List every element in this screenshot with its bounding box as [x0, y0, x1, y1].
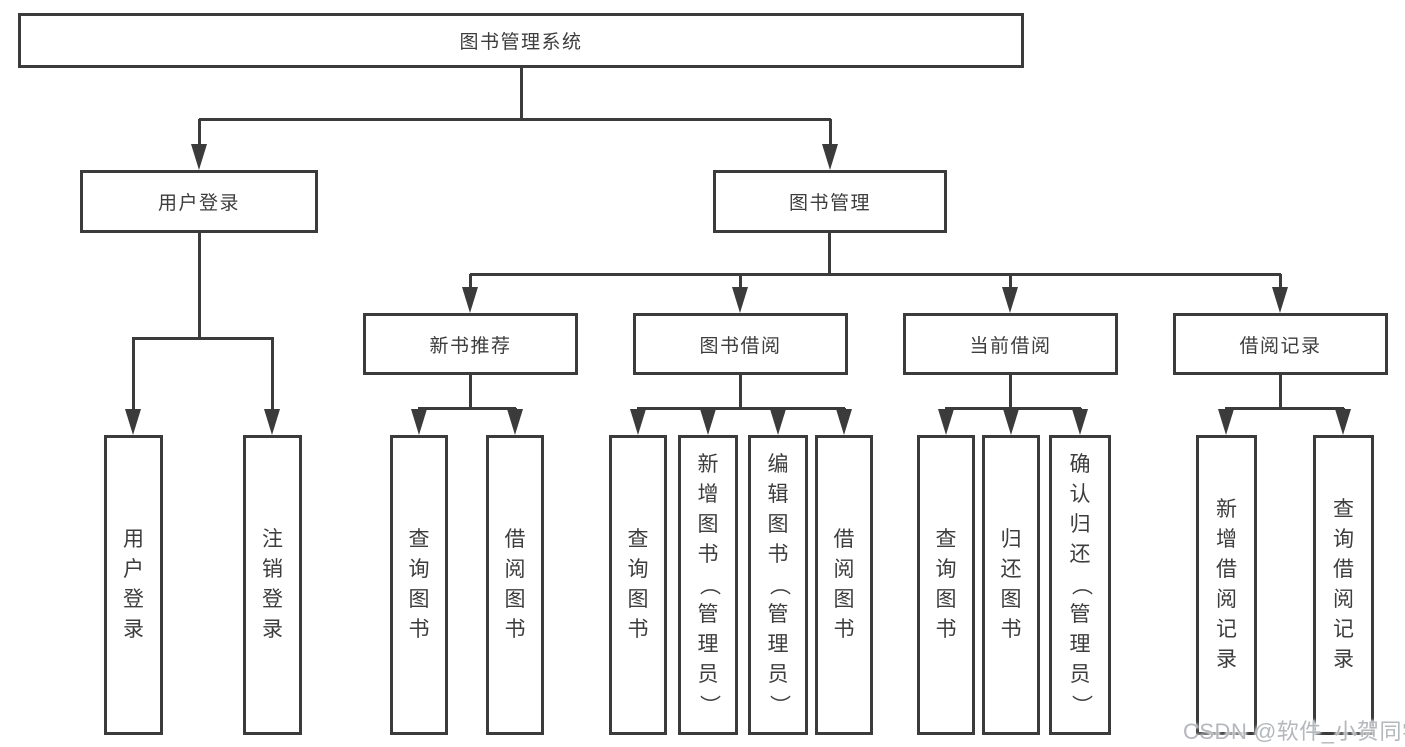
- node-user-login-leaf: 用户登录: [104, 435, 163, 735]
- connector-line: [132, 336, 274, 340]
- connector-line: [131, 338, 135, 412]
- node-current-borrowing-label: 当前借阅: [969, 335, 1052, 357]
- connector-line: [637, 406, 845, 410]
- arrow-down-icon: [125, 409, 141, 435]
- node-return-book: 归还图书: [982, 435, 1040, 735]
- arrow-down-icon: [264, 409, 280, 435]
- node-borrow-books-borrow: 借阅图书: [815, 435, 873, 735]
- arrow-down-icon: [462, 287, 478, 313]
- arrow-down-icon: [732, 287, 748, 313]
- node-book-borrowing-label: 图书借阅: [699, 335, 782, 357]
- node-library-system-label: 图书管理系统: [459, 32, 583, 53]
- connector-line: [418, 406, 516, 410]
- node-query-borrow-record: 查询借阅记录: [1313, 435, 1374, 735]
- node-logout-leaf: 注销登录: [243, 435, 302, 735]
- connector-line: [470, 272, 1281, 276]
- node-borrow-books-recommend: 借阅图书: [486, 435, 544, 735]
- node-add-book-admin-label: 新增图书（管理员）: [697, 453, 720, 716]
- watermark: CSDN @软件_小贺同学: [1183, 719, 1405, 744]
- connector-line: [738, 274, 742, 290]
- node-user-login: 用户登录: [80, 170, 318, 233]
- node-edit-book-admin: 编辑图书（管理员）: [748, 435, 808, 735]
- arrow-down-icon: [1218, 409, 1234, 435]
- connector-line: [738, 375, 742, 409]
- node-new-book-recommendation-label: 新书推荐: [429, 335, 512, 357]
- node-add-borrow-record: 新增借阅记录: [1196, 435, 1257, 735]
- node-add-book-admin: 新增图书（管理员）: [678, 435, 738, 735]
- node-return-book-label: 归还图书: [1000, 528, 1022, 641]
- arrow-down-icon: [770, 409, 786, 435]
- node-library-system: 图书管理系统: [18, 13, 1024, 68]
- node-query-books-current-label: 查询图书: [935, 528, 957, 641]
- node-edit-book-admin-label: 编辑图书（管理员）: [767, 453, 790, 716]
- connector-line: [828, 119, 832, 147]
- node-add-borrow-record-label: 新增借阅记录: [1216, 498, 1237, 671]
- connector-line: [945, 406, 1081, 410]
- node-user-login-leaf-label: 用户登录: [123, 528, 144, 641]
- node-borrowing-records-label: 借阅记录: [1239, 335, 1322, 357]
- arrow-down-icon: [1072, 409, 1088, 435]
- node-current-borrowing: 当前借阅: [903, 313, 1118, 375]
- node-borrow-books-recommend-label: 借阅图书: [504, 528, 526, 641]
- arrow-down-icon: [411, 409, 427, 435]
- node-user-login-label: 用户登录: [157, 193, 240, 214]
- arrow-down-icon: [1272, 287, 1288, 313]
- node-confirm-return-admin: 确认归还（管理员）: [1049, 435, 1111, 735]
- node-book-management-label: 图书管理: [788, 193, 871, 214]
- connector-line: [1008, 274, 1012, 290]
- connector-line: [199, 117, 831, 121]
- node-query-books-borrow: 查询图书: [609, 435, 667, 735]
- node-new-book-recommendation: 新书推荐: [363, 313, 578, 375]
- node-logout-leaf-label: 注销登录: [262, 528, 283, 641]
- connector-line: [519, 68, 523, 121]
- node-query-books-current: 查询图书: [917, 435, 975, 735]
- connector-line: [197, 119, 201, 147]
- arrow-down-icon: [700, 409, 716, 435]
- connector-line: [827, 233, 831, 276]
- connector-line: [197, 233, 201, 339]
- node-borrow-books-borrow-label: 借阅图书: [833, 528, 855, 641]
- connector-line: [1225, 406, 1344, 410]
- connector-line: [270, 338, 274, 412]
- node-confirm-return-admin-label: 确认归还（管理员）: [1069, 453, 1092, 716]
- arrow-down-icon: [507, 409, 523, 435]
- connector-line: [468, 375, 472, 409]
- arrow-down-icon: [938, 409, 954, 435]
- connector-line: [1278, 375, 1282, 409]
- node-query-books-recommend: 查询图书: [390, 435, 448, 735]
- arrow-down-icon: [630, 409, 646, 435]
- arrow-down-icon: [822, 144, 838, 170]
- connector-line: [468, 274, 472, 290]
- arrow-down-icon: [1003, 409, 1019, 435]
- node-book-management: 图书管理: [713, 170, 947, 233]
- arrow-down-icon: [1335, 409, 1351, 435]
- connector-line: [1008, 375, 1012, 409]
- node-query-books-borrow-label: 查询图书: [627, 528, 649, 641]
- arrow-down-icon: [1002, 287, 1018, 313]
- node-borrowing-records: 借阅记录: [1173, 313, 1388, 375]
- arrow-down-icon: [836, 409, 852, 435]
- node-query-books-recommend-label: 查询图书: [408, 528, 430, 641]
- node-book-borrowing: 图书借阅: [633, 313, 848, 375]
- node-query-borrow-record-label: 查询借阅记录: [1333, 498, 1354, 671]
- arrow-down-icon: [191, 144, 207, 170]
- connector-line: [1278, 274, 1282, 290]
